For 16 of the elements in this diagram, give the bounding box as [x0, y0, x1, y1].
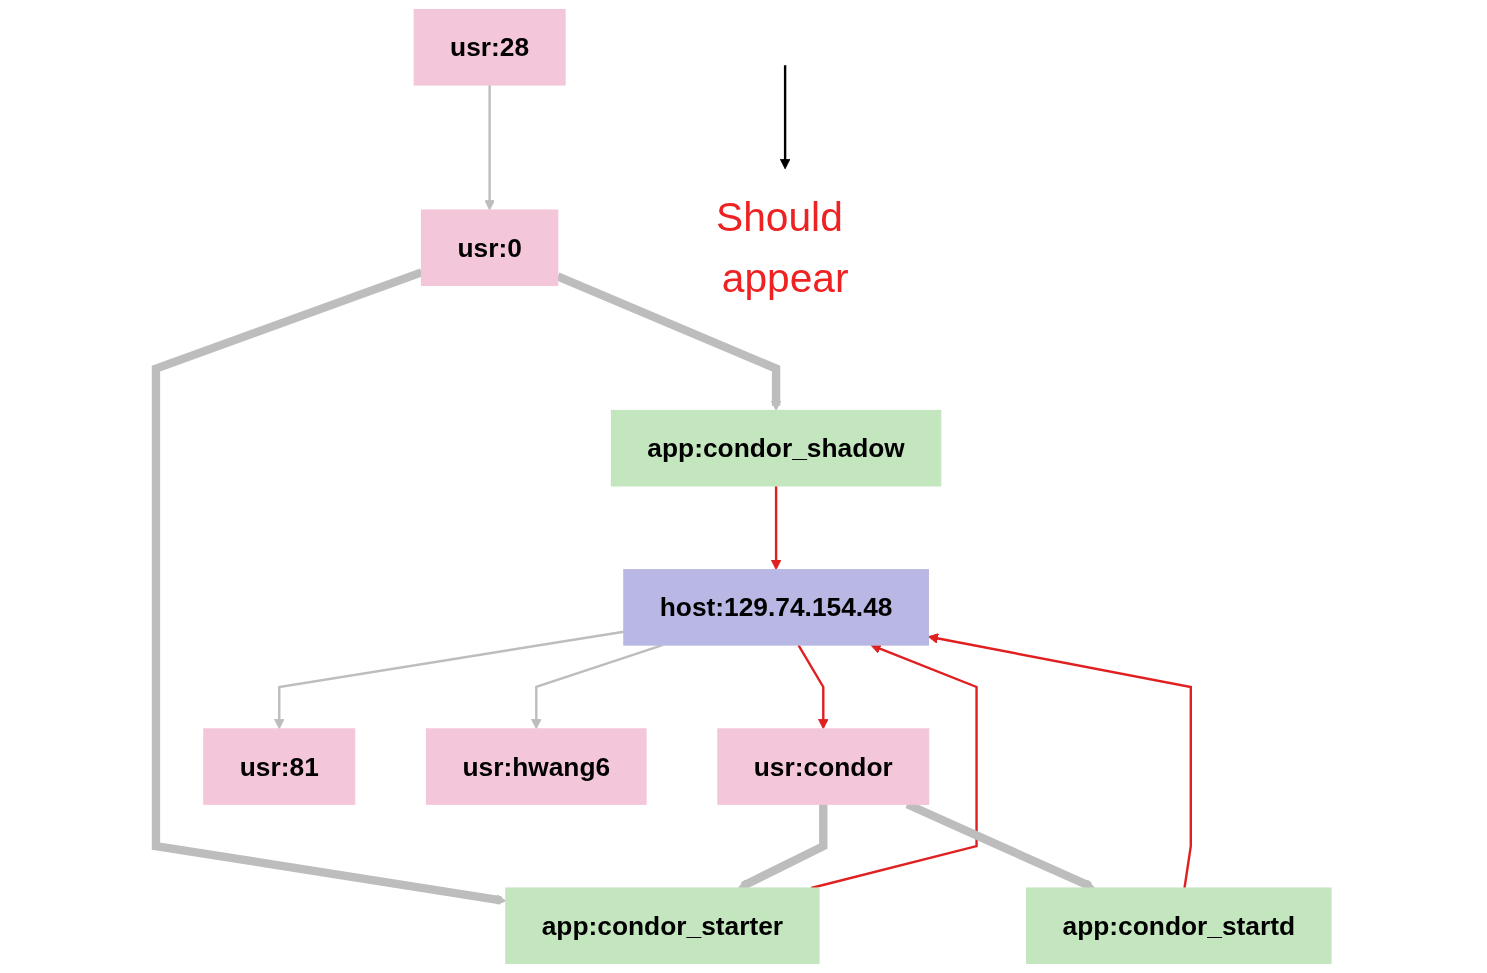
node-box: usr:28 [413, 8, 566, 86]
node-box: usr:81 [203, 728, 356, 805]
arrow [770, 485, 782, 571]
arrow [274, 630, 624, 730]
node-box: app:condor_shadow [610, 409, 942, 487]
node-box: app:condor_startd [1026, 887, 1332, 965]
arrow [779, 65, 791, 170]
node-box: usr:0 [420, 209, 559, 287]
node-box: usr:condor [717, 728, 930, 805]
arrow [797, 644, 829, 730]
node-box: host:129.74.154.48 [623, 569, 929, 646]
arrow [484, 84, 495, 211]
node-box: app:condor_starter [505, 887, 820, 965]
node-box: usr:hwang6 [425, 728, 647, 805]
node-text: Should appear [716, 193, 849, 301]
arrow [738, 804, 828, 890]
